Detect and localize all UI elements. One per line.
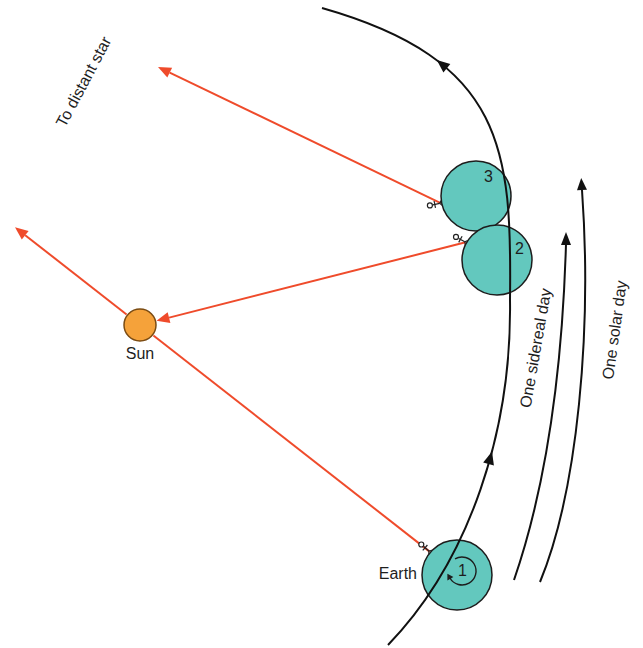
text-holder: Sun [126,345,154,363]
circle-outline [123,308,157,342]
text-holder: One solar day [599,279,631,380]
arrowhead [447,574,453,581]
text-holder: 2 [515,240,524,258]
earth-position-circle: 3 [440,160,512,232]
solar-day-arc [540,190,585,582]
arrowhead [157,312,171,323]
sightline-extension [25,235,126,314]
arrowhead [158,67,172,78]
arc-label: One solar day [599,279,631,380]
text-holder: One sidereal day [517,287,556,409]
circle-shape [422,540,492,610]
star-sightline [170,73,441,204]
arc-arrowhead [577,178,587,190]
figure-head [427,203,432,208]
text-holder: Earth [379,565,417,583]
sightline [169,242,466,317]
position-number: 1 [458,562,467,580]
earth-position-circle: 2 [461,224,533,296]
direction-label: To distant star [53,34,116,130]
figure-stroke [459,236,462,242]
sightline-connector [153,336,429,552]
text-holder: To distant star [53,34,116,130]
sun-circle: Sun [123,308,157,342]
earth-label: Earth [379,565,417,583]
figure-head [419,542,424,547]
arc-arrowhead [561,232,571,245]
orbit-path [322,8,510,645]
arrowhead [437,60,451,72]
observer-figure [427,201,442,208]
position-number: 3 [484,168,493,186]
circle-shape [124,309,156,341]
circle-outline [421,539,493,611]
rotation-arrow [450,557,476,585]
position-number: 2 [515,240,524,258]
arc-label: One sidereal day [517,287,556,409]
figure-head [454,234,459,239]
circle-shape [462,225,532,295]
arrowhead [483,452,494,466]
earth-circle: Earth1 [421,539,493,611]
circle-outline [461,224,533,296]
circle-shape [441,161,511,231]
sun-label: Sun [126,345,154,363]
sightline-connector [157,242,466,323]
figure-stroke [433,203,440,204]
circle-outline [440,160,512,232]
arrowhead [15,227,29,239]
figure-stroke [434,201,435,208]
sightline [153,336,429,552]
text-holder: 3 [484,168,493,186]
text-holder: 1 [458,562,467,580]
